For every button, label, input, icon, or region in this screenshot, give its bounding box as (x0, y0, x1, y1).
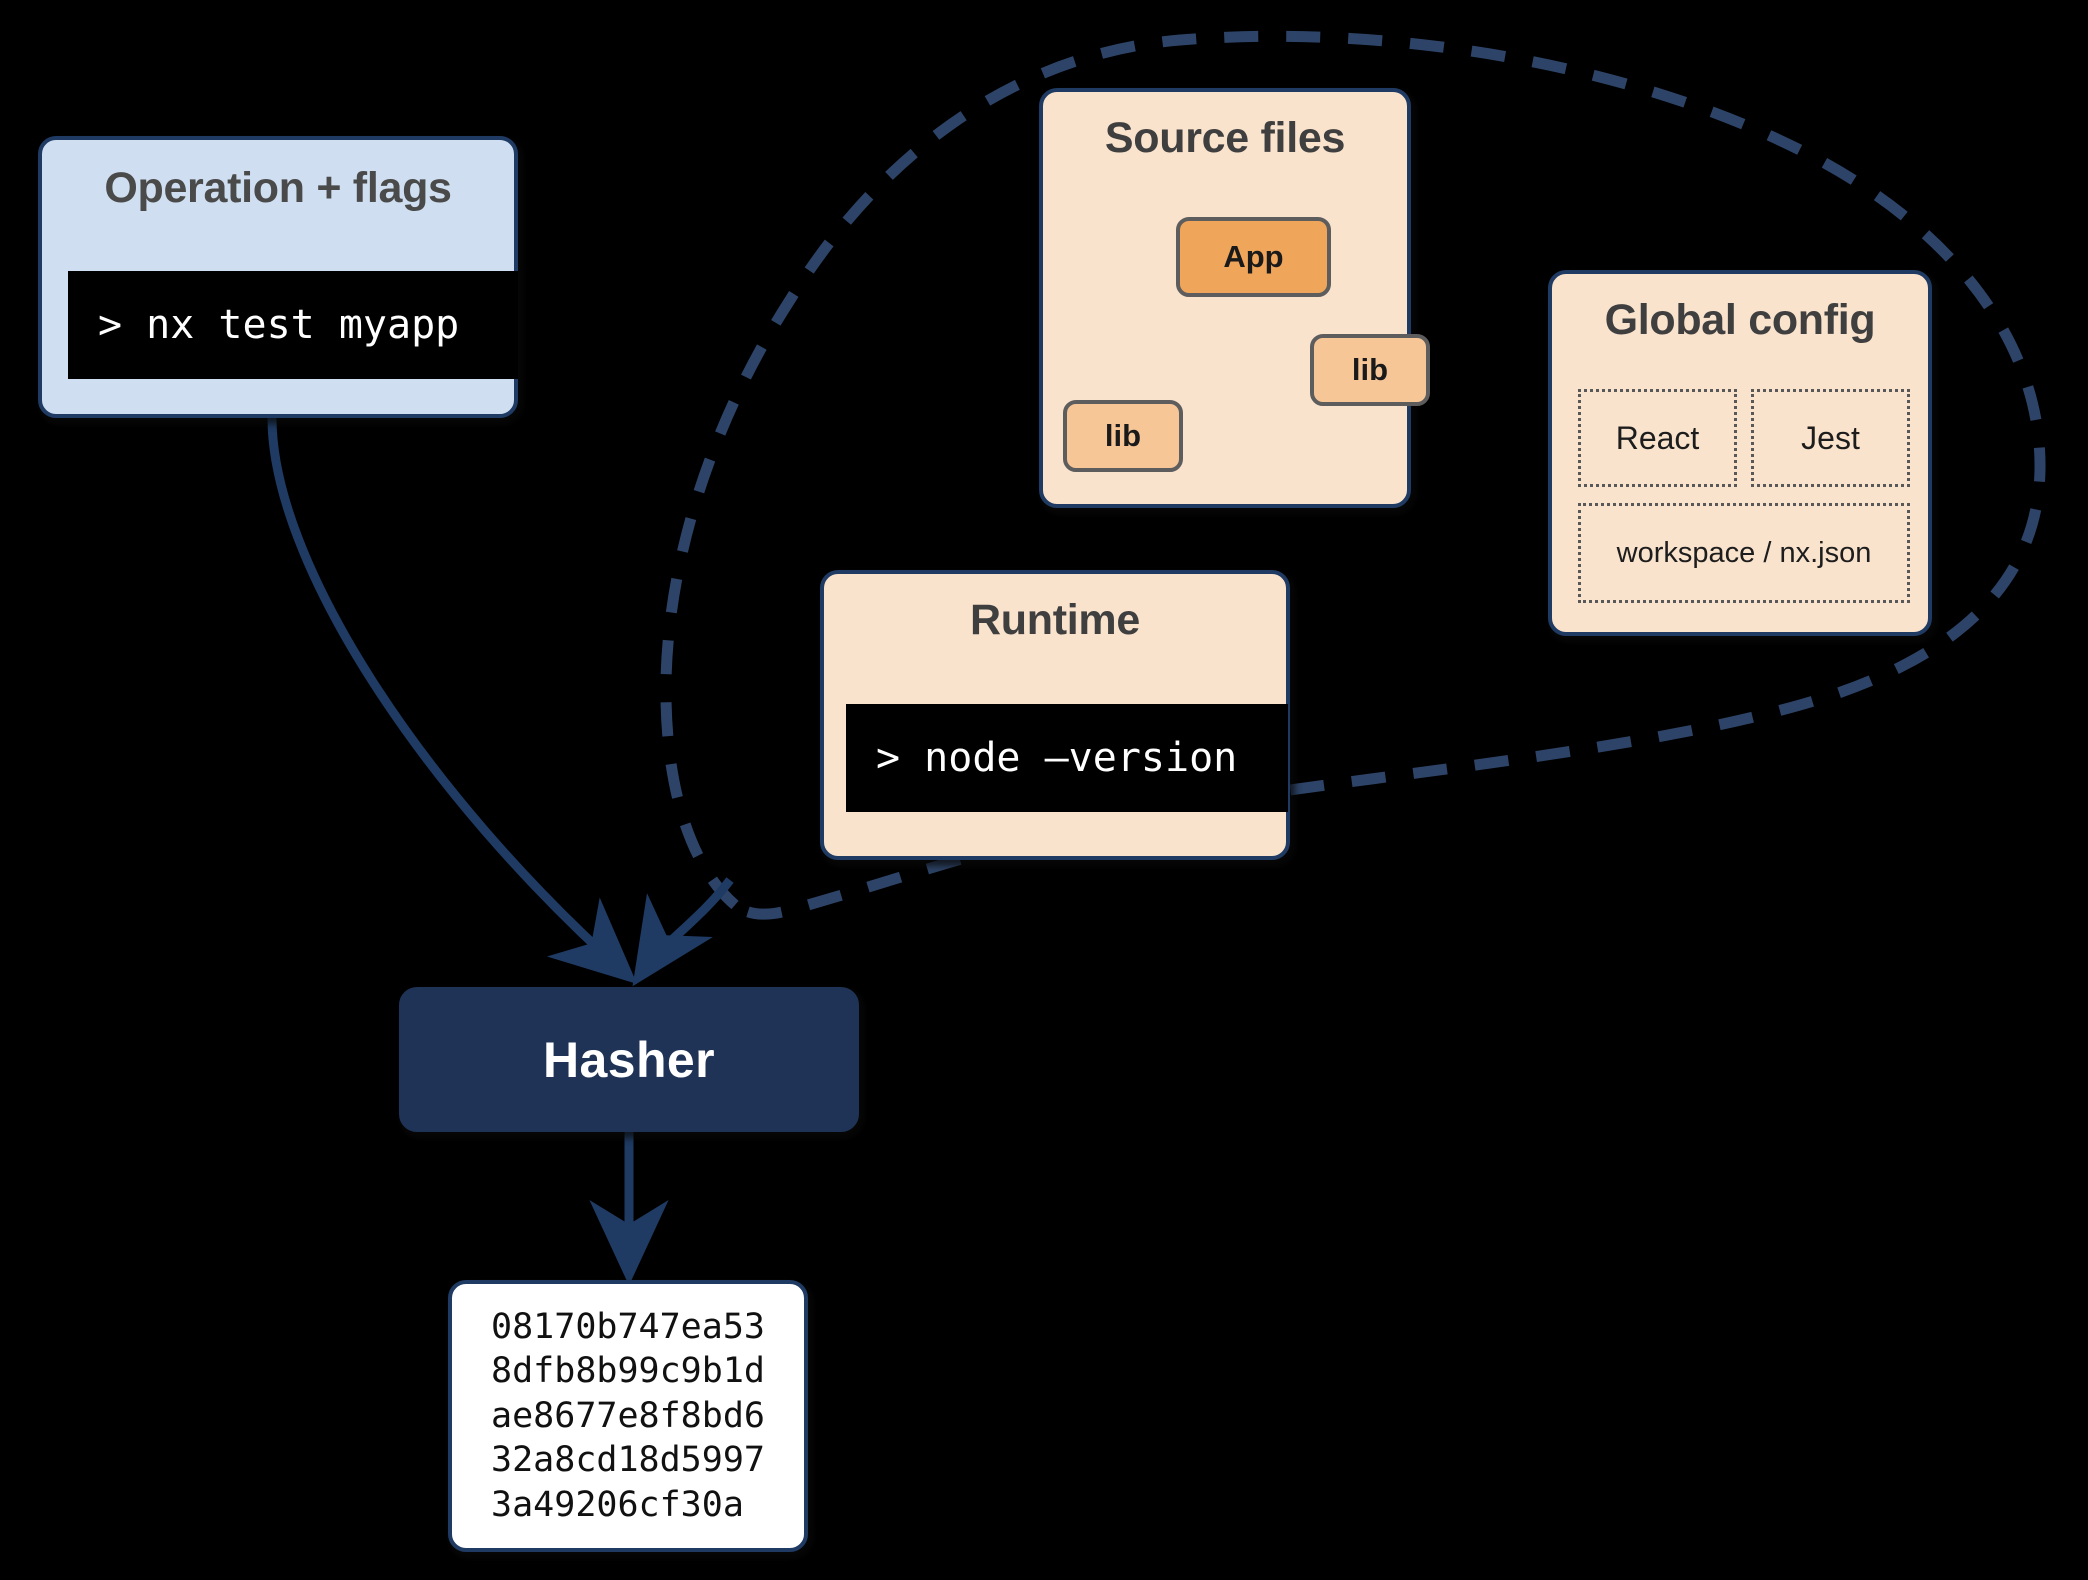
graph-node-lib-right[interactable]: lib (1310, 334, 1430, 406)
arrow-inputs-to-hasher (632, 877, 734, 987)
project-graph: App lib lib (1043, 202, 1430, 502)
runtime-command-terminal: > node –version (846, 704, 1288, 812)
graph-node-app[interactable]: App (1176, 217, 1331, 297)
source-files-title: Source files (1104, 114, 1346, 162)
operation-command-terminal: > nx test myapp (68, 271, 518, 379)
graph-node-lib-left[interactable]: lib (1063, 400, 1183, 472)
runtime-title: Runtime (970, 596, 1140, 644)
global-config-row-top: React Jest (1578, 389, 1910, 487)
global-config-card[interactable]: Global config React Jest workspace / nx.… (1548, 270, 1932, 636)
operation-flags-card[interactable]: Operation + flags > nx test myapp (38, 136, 518, 418)
global-config-title: Global config (1604, 296, 1876, 344)
config-cell-jest[interactable]: Jest (1751, 389, 1910, 487)
hasher-card[interactable]: Hasher (399, 987, 859, 1132)
hasher-label: Hasher (543, 1031, 715, 1088)
global-config-grid: React Jest workspace / nx.json (1578, 389, 1910, 603)
hash-output-card[interactable]: 08170b747ea53 8dfb8b99c9b1d ae8677e8f8bd… (448, 1280, 808, 1552)
source-files-card[interactable]: Source files App lib lib (1039, 88, 1430, 508)
config-cell-react[interactable]: React (1578, 389, 1737, 487)
operation-flags-title: Operation + flags (104, 164, 452, 212)
hash-output-value: 08170b747ea53 8dfb8b99c9b1d ae8677e8f8bd… (491, 1306, 765, 1525)
runtime-card[interactable]: Runtime > node –version (820, 570, 1290, 860)
config-cell-workspace-nxjson[interactable]: workspace / nx.json (1578, 503, 1910, 603)
arrow-operation-to-hasher (267, 417, 638, 984)
